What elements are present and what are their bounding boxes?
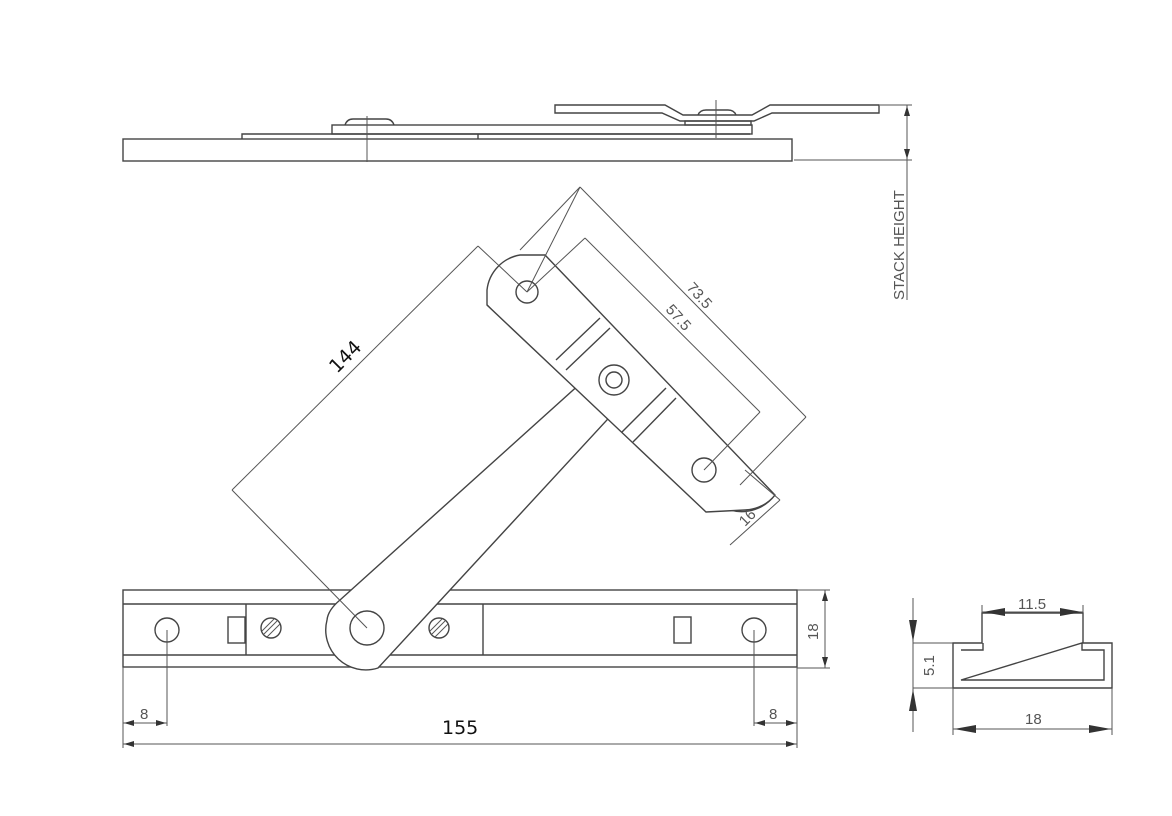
plan-view: 144 73.5 57.5 16 18	[122, 186, 830, 748]
dim-profile-slot: 11.5	[1018, 596, 1046, 613]
dim-hole-offset-right: 8	[769, 706, 777, 723]
screw-icon	[428, 617, 450, 639]
dim-profile-width: 18	[1025, 711, 1042, 728]
dim-profile-height: 5.1	[921, 655, 938, 676]
dim-track-length: 155	[442, 717, 478, 739]
dim-track-height: 18	[805, 623, 822, 640]
dim-arm-length: 144	[325, 336, 366, 377]
profile-section: 11.5 5.1 18	[909, 596, 1113, 735]
stack-height-label: STACK HEIGHT	[891, 190, 908, 300]
side-view: STACK HEIGHT	[122, 100, 912, 300]
dim-hole-offset-left: 8	[140, 706, 148, 723]
dim-link-inner: 57.5	[662, 301, 694, 334]
dim-link-outer: 73.5	[683, 279, 715, 312]
screw-icon	[260, 617, 282, 639]
